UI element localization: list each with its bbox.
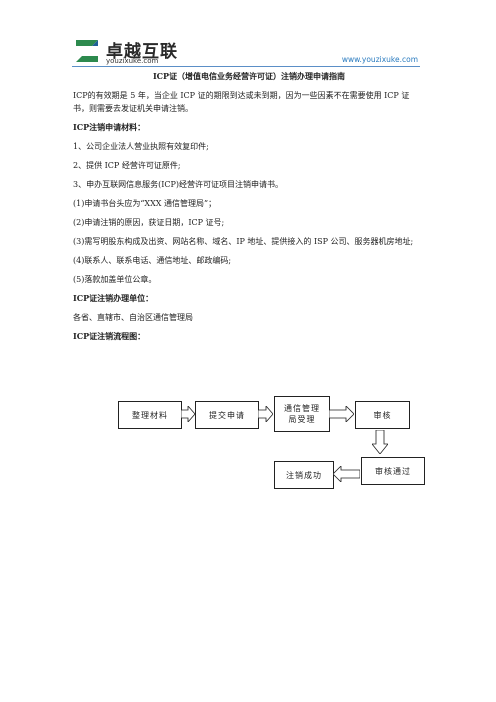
- flow-step-label: 通信管理局受理: [284, 404, 320, 424]
- document-title: ICP证（增值电信业务经营许可证）注销办理申请指南: [152, 71, 346, 81]
- materials-heading: ICP注销申请材料：: [73, 122, 146, 132]
- flow-step-organize: 整理材料: [118, 401, 182, 429]
- brand-name-en: youzixuke.com: [106, 57, 159, 65]
- header-logo: 卓越互联 youzixuke.com: [72, 36, 212, 68]
- flow-step-submit: 提交申请: [195, 401, 259, 429]
- unit-text: 各省、直辖市、自治区通信管理局: [73, 313, 193, 322]
- flow-step-label: 审核: [373, 410, 392, 420]
- brand-logo-icon: [76, 40, 98, 62]
- material-item: 3、申办互联网信息服务(ICP)经营许可证项目注销申请书。: [73, 180, 283, 189]
- flow-step-done: 注销成功: [274, 461, 334, 489]
- document-body: ICP证（增值电信业务经营许可证）注销办理申请指南 ICP的有效期是 5 年，当…: [73, 70, 425, 349]
- intro-paragraph: ICP的有效期是 5 年，当企业 ICP 证的期限到达或未到期，因为一些因素不在…: [73, 91, 410, 113]
- flow-step-accept: 通信管理局受理: [274, 396, 330, 432]
- material-item: (2)申请注销的原因，获证日期，ICP 证号;: [73, 218, 225, 227]
- flow-step-review: 审核: [355, 401, 410, 429]
- arrow-down-icon: [372, 430, 388, 454]
- material-item: (5)落款加盖单位公章。: [73, 275, 157, 284]
- unit-heading: ICP证注销办理单位：: [73, 293, 154, 303]
- arrow-right-icon: [329, 406, 354, 422]
- brand-name-cn: 卓越互联: [106, 42, 178, 62]
- flow-step-label: 审核通过: [375, 466, 411, 476]
- flow-heading: ICP证注销流程图：: [73, 331, 146, 341]
- header-divider: [72, 66, 420, 67]
- arrow-right-icon: [258, 406, 273, 422]
- flow-step-label: 注销成功: [286, 470, 322, 480]
- material-item: (1)申请书台头应为“XXX 通信管理局”；: [73, 199, 217, 208]
- arrow-left-icon: [333, 466, 360, 482]
- material-item: 1、公司企业法人营业执照有效复印件;: [73, 142, 209, 151]
- flow-step-label: 整理材料: [132, 410, 168, 420]
- material-item: (3)需写明股东构成及出资、网站名称、域名、IP 地址、提供接入的 ISP 公司…: [73, 237, 414, 246]
- material-item: (4)联系人、联系电话、通信地址、邮政编码;: [73, 256, 232, 265]
- flow-step-label: 提交申请: [209, 410, 245, 420]
- arrow-right-icon: [181, 406, 195, 422]
- site-url-link[interactable]: www.youzixuke.com: [341, 55, 418, 64]
- material-item: 2、提供 ICP 经营许可证原件;: [73, 161, 181, 170]
- flow-step-approved: 审核通过: [361, 457, 425, 485]
